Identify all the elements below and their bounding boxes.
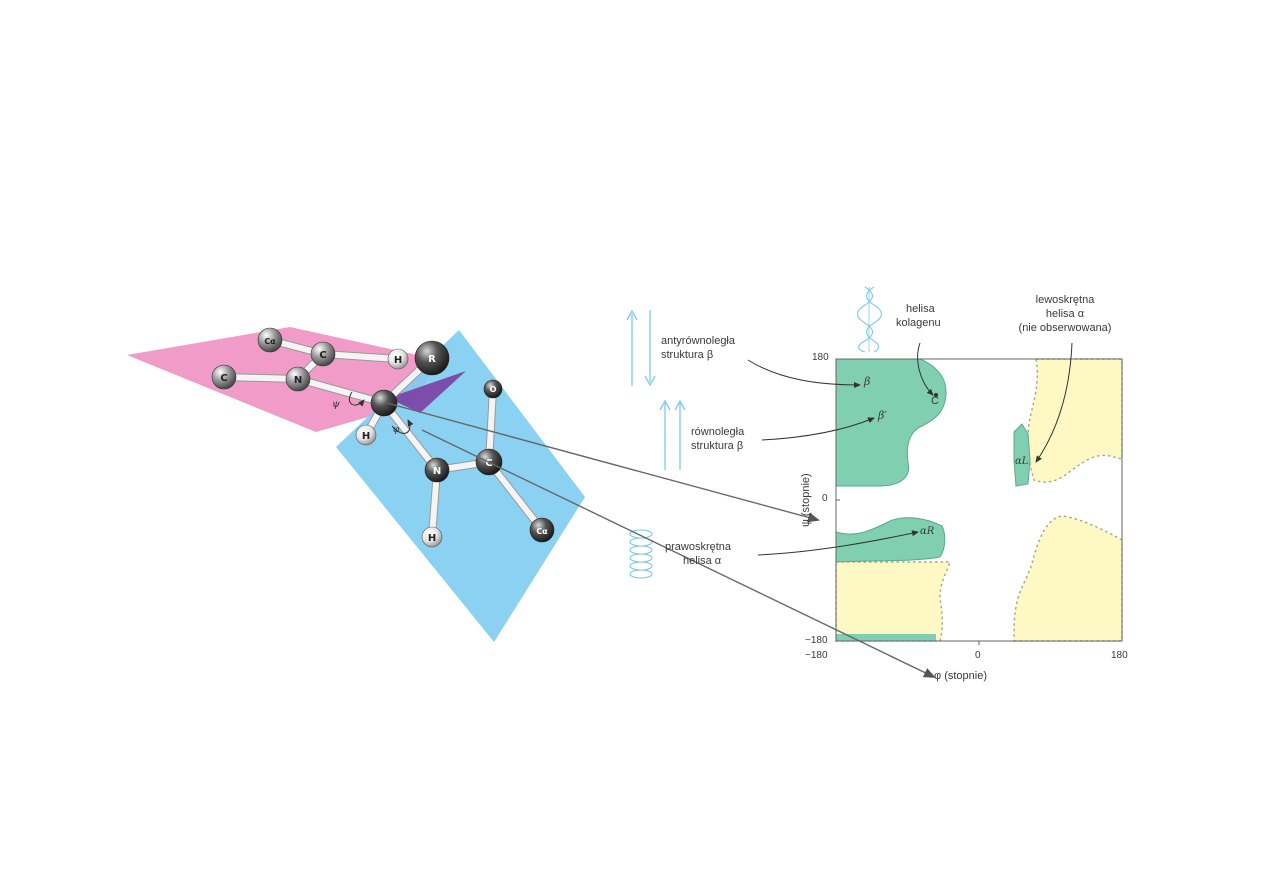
psi-arrow bbox=[386, 402, 820, 523]
label-calpha-bottom: Cα bbox=[536, 527, 548, 536]
atom-hydrogen-right bbox=[421, 526, 443, 548]
partly-allowed-region-bottom-left bbox=[835, 561, 951, 642]
x-tick-zero: 0 bbox=[975, 650, 981, 661]
atom-labels: C N Cα C H R H N C O H Cα bbox=[220, 337, 548, 544]
label-antiparallel-line1: antyrównoległa bbox=[661, 335, 735, 347]
label-hydrogen-right: H bbox=[428, 533, 436, 544]
label-nitrogen-right: N bbox=[433, 466, 441, 477]
atom-carbon-mid bbox=[310, 341, 336, 367]
atom-nitrogen-right bbox=[424, 457, 450, 483]
label-right-helix-line1: prawoskrętna bbox=[665, 541, 732, 553]
allowed-region-bottom-strip bbox=[836, 634, 936, 641]
label-collagen-line1: helisa bbox=[906, 303, 935, 315]
label-antiparallel-beta: antyrównoległa struktura β bbox=[661, 334, 735, 362]
blue-peptide-plane bbox=[336, 330, 585, 642]
region-label-alpha-r: αR bbox=[920, 526, 935, 537]
label-hydrogen-top: H bbox=[394, 355, 402, 366]
phi-angle-label: φ bbox=[393, 425, 400, 435]
x-tick-right: 180 bbox=[1111, 650, 1128, 661]
y-tick-top: 180 bbox=[812, 352, 829, 363]
angle-to-axis-arrows bbox=[386, 402, 936, 678]
label-carbon-mid: C bbox=[319, 350, 326, 361]
region-label-beta: β bbox=[864, 375, 871, 388]
annotation-leaders bbox=[747, 342, 1073, 556]
label-right-helix: prawoskrętna helisa α bbox=[665, 540, 731, 568]
label-r-group: R bbox=[428, 354, 436, 365]
parallel-beta-icon bbox=[659, 399, 686, 470]
ramachandran-plot bbox=[835, 358, 1123, 645]
label-parallel-line2: struktura β bbox=[691, 440, 744, 452]
label-carbon-left: C bbox=[220, 373, 227, 384]
x-axis-title: φ (stopnie) bbox=[934, 670, 987, 682]
y-axis-title: ψ (stopnie) bbox=[800, 473, 812, 527]
atom-calpha-bottom bbox=[529, 517, 555, 543]
partly-allowed-region-top-right bbox=[1027, 358, 1123, 483]
partly-allowed-region-bottom-right bbox=[1013, 515, 1123, 642]
label-left-helix-line3: (nie obserwowana) bbox=[1018, 322, 1112, 334]
x-tick-left: −180 bbox=[805, 650, 828, 661]
label-oxygen-right: O bbox=[490, 385, 497, 394]
psi-angle-label: ψ bbox=[332, 399, 340, 410]
antiparallel-beta-icon bbox=[626, 309, 656, 387]
atom-r-group bbox=[414, 340, 450, 376]
label-calpha-top: Cα bbox=[264, 337, 276, 346]
atom-hydrogen-center bbox=[355, 424, 377, 446]
atom-carbon-left bbox=[211, 364, 237, 390]
allowed-region-alpha-r bbox=[835, 517, 946, 563]
label-left-helix: lewoskrętna helisa α (nie obserwowana) bbox=[1000, 293, 1130, 335]
atom-nitrogen-left bbox=[285, 366, 311, 392]
label-parallel-line1: równoległa bbox=[691, 426, 745, 438]
molecule-atoms bbox=[211, 327, 555, 548]
y-tick-zero: 0 bbox=[822, 493, 828, 504]
region-label-alpha-l: αL bbox=[1015, 456, 1029, 467]
atom-hydrogen-top bbox=[387, 348, 409, 370]
y-tick-bottom: −180 bbox=[805, 635, 828, 646]
allowed-region-beta bbox=[835, 358, 947, 487]
label-right-helix-line2: helisa α bbox=[683, 555, 722, 567]
label-collagen-helix: helisa kolagenu bbox=[896, 302, 941, 330]
region-label-beta-prime: β′ bbox=[878, 409, 887, 422]
region-label-collagen: C bbox=[931, 395, 939, 407]
right-helix-icon bbox=[629, 529, 653, 579]
label-antiparallel-line2: struktura β bbox=[661, 349, 714, 361]
allowed-region-alpha-l bbox=[1013, 423, 1031, 487]
collagen-marker bbox=[934, 393, 938, 397]
label-collagen-line2: kolagenu bbox=[896, 317, 941, 329]
purple-wedge bbox=[388, 371, 466, 413]
atom-oxygen-right bbox=[483, 379, 503, 399]
atom-calpha-top bbox=[257, 327, 283, 353]
phi-arrow bbox=[421, 429, 936, 678]
label-hydrogen-center: H bbox=[362, 431, 370, 442]
label-carbon-right: C bbox=[485, 458, 492, 469]
collagen-helix-icon bbox=[856, 286, 883, 353]
label-left-helix-line1: lewoskrętna bbox=[1035, 294, 1095, 306]
label-nitrogen-left: N bbox=[294, 375, 302, 386]
label-parallel-beta: równoległa struktura β bbox=[691, 425, 744, 453]
rotation-arrows bbox=[348, 391, 414, 434]
atom-calpha-center bbox=[370, 389, 398, 417]
peptide-planes bbox=[127, 327, 585, 642]
label-left-helix-line2: helisa α bbox=[1045, 308, 1085, 320]
